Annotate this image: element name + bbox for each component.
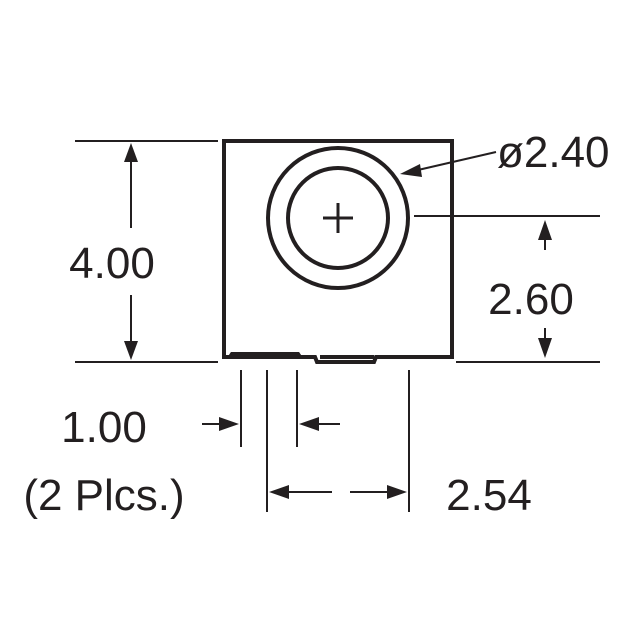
- diameter-label: ø2.40: [497, 128, 610, 177]
- pin-pitch-dimension: [269, 485, 407, 499]
- rotor-outer-circle: [266, 146, 410, 290]
- plus-sign-icon: [323, 203, 353, 233]
- center-offset-label: 2.60: [488, 275, 574, 324]
- pin-width-dimension: [202, 417, 340, 431]
- pin-pitch-label: 2.54: [446, 471, 532, 520]
- diameter-leader: [400, 151, 497, 177]
- arrow-left-icon: [269, 485, 289, 499]
- arrow-down-icon: [538, 338, 552, 358]
- arrow-left-icon: [299, 417, 319, 431]
- arrow-up-icon: [538, 220, 552, 240]
- arrow-left-icon: [400, 164, 422, 177]
- height-dimension: [75, 140, 218, 363]
- pin-width-label: 1.00: [61, 403, 147, 452]
- center-offset-dimension: [414, 215, 600, 363]
- arrow-down-icon: [124, 341, 138, 360]
- pin-count-note: (2 Plcs.): [23, 471, 184, 520]
- rotor-inner-circle: [286, 166, 390, 270]
- arrow-up-icon: [124, 143, 138, 162]
- height-label: 4.00: [69, 239, 155, 288]
- arrow-right-icon: [219, 417, 239, 431]
- arrow-right-icon: [387, 485, 407, 499]
